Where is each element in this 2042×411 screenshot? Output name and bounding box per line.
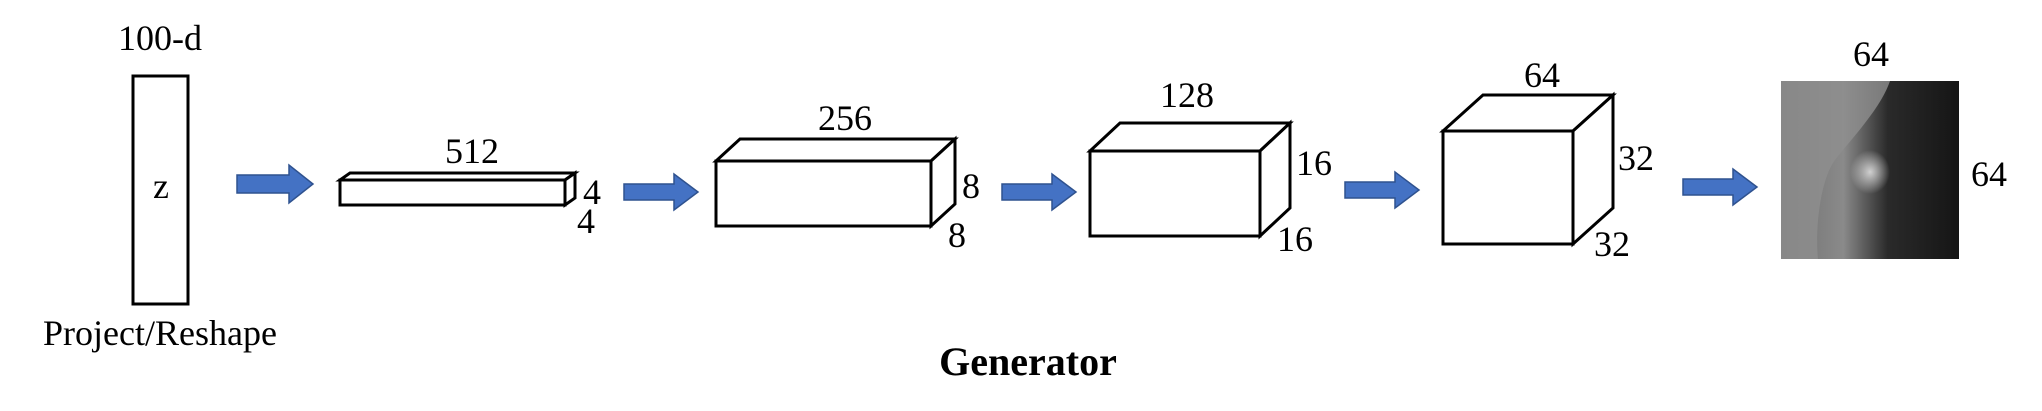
layer-128-depth-label: 128 — [1160, 75, 1214, 115]
layer-128-width-label: 16 — [1277, 219, 1313, 259]
input-vector: 100-d z Project/Reshape — [43, 18, 277, 353]
layer-128-top-face — [1086, 121, 1294, 153]
project-reshape-label: Project/Reshape — [43, 313, 277, 353]
output-width-label: 64 — [1971, 154, 2007, 194]
layer-256-front-face — [714, 159, 933, 228]
layer-64-width-label: 32 — [1594, 224, 1630, 264]
layer-512-height-label: 4 — [583, 172, 601, 212]
layer-256: 256 8 8 — [712, 98, 980, 255]
layer-64: 64 32 32 — [1439, 55, 1654, 264]
layer-256-depth-label: 256 — [818, 98, 872, 138]
layer-256-top-face — [712, 137, 959, 163]
generated-image-highlight — [1850, 150, 1890, 194]
layer-256-height-label: 8 — [962, 166, 980, 206]
layer-128-height-label: 16 — [1296, 143, 1332, 183]
input-vector-box — [131, 74, 190, 306]
arrow-icon — [1001, 172, 1078, 212]
input-vector-label: z — [153, 166, 169, 206]
output-height-label: 64 — [1853, 34, 1889, 74]
layer-512-width-label: 4 — [577, 201, 595, 241]
layer-512: 512 4 4 — [335, 131, 601, 241]
layer-256-width-label: 8 — [948, 215, 966, 255]
arrow-icon — [1344, 170, 1421, 210]
layer-64-front-face — [1441, 129, 1575, 246]
arrow-icon — [1682, 167, 1759, 207]
layer-64-depth-label: 64 — [1524, 55, 1560, 95]
input-dimension-label: 100-d — [118, 18, 202, 58]
arrow-icon — [236, 163, 315, 205]
layer-128: 128 16 16 — [1086, 75, 1332, 259]
output-image: 64 64 — [1781, 34, 2007, 259]
layer-128-front-face — [1088, 149, 1262, 238]
diagram-title: Generator — [939, 339, 1117, 384]
layer-64-height-label: 32 — [1618, 138, 1654, 178]
generated-image-shape — [1781, 81, 1890, 259]
arrow-icon — [623, 172, 700, 212]
layer-512-depth-label: 512 — [445, 131, 499, 171]
layer-512-front-face — [338, 178, 567, 207]
